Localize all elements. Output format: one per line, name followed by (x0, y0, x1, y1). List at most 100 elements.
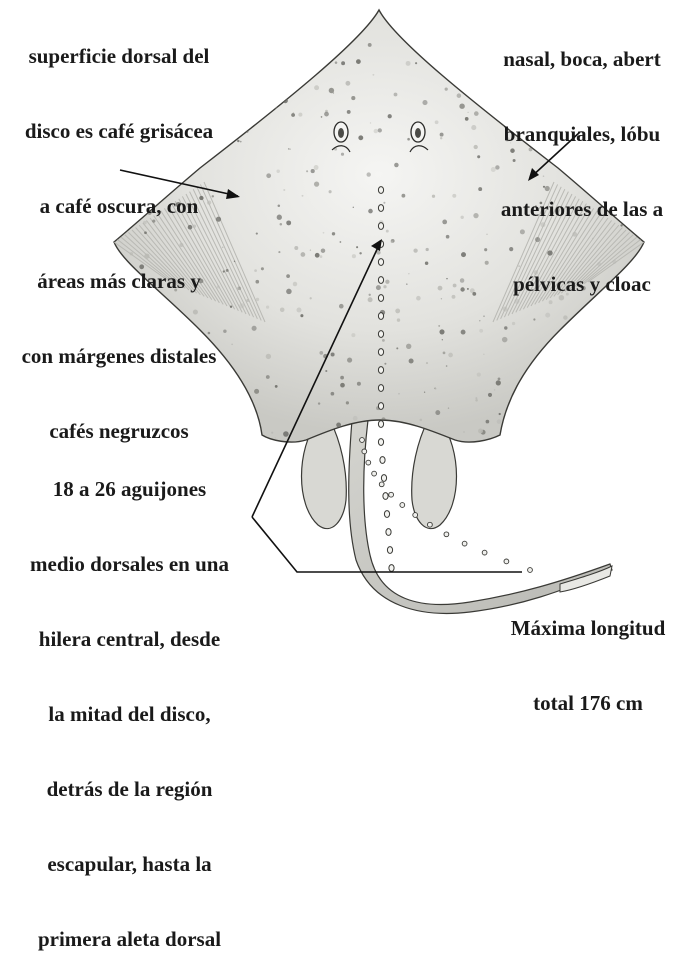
speckle (438, 325, 440, 327)
speckle (351, 96, 355, 100)
speckle (254, 389, 259, 394)
speckle (542, 359, 547, 364)
speckle (494, 389, 495, 390)
speckle (298, 113, 302, 117)
speckle (340, 241, 342, 243)
speckle (499, 413, 501, 415)
speckle (346, 401, 349, 404)
tail-thorn (482, 550, 487, 555)
speckle (409, 359, 414, 364)
speckle (339, 304, 344, 309)
spine-thorn (387, 547, 392, 554)
speckle (424, 392, 425, 393)
speckle (475, 397, 477, 399)
speckle (283, 431, 289, 437)
speckle (426, 362, 428, 364)
label-line: anteriores de las a (452, 197, 674, 222)
speckle (329, 88, 334, 93)
speckle (300, 314, 303, 317)
speckle (562, 362, 564, 364)
spine-thorn (378, 367, 383, 374)
speckle (332, 232, 335, 235)
speckle (435, 388, 437, 390)
spine-thorn (378, 349, 383, 356)
speckle (372, 74, 374, 76)
spine-thorn (378, 439, 383, 446)
tail-thorn (360, 438, 365, 443)
speckle (397, 318, 400, 321)
speckle (359, 252, 361, 254)
speckle (293, 282, 297, 286)
speckle (406, 344, 411, 349)
speckle (590, 360, 592, 362)
speckle (402, 194, 406, 198)
speckle (255, 280, 259, 284)
speckle (498, 378, 501, 381)
speckle (435, 31, 438, 34)
speckle (587, 328, 591, 332)
speckle (538, 403, 539, 404)
spine-thorn (378, 295, 383, 302)
speckle (286, 220, 291, 225)
speckle (278, 204, 281, 207)
speckle (558, 362, 561, 365)
speckle (568, 378, 571, 381)
speckle (345, 81, 350, 86)
speckle (266, 354, 271, 359)
speckle (406, 283, 408, 285)
speckle (368, 43, 372, 47)
spine-thorn (378, 187, 383, 194)
speckle (340, 376, 344, 380)
speckle (357, 382, 361, 386)
speckle (488, 393, 492, 397)
speckle (435, 120, 439, 124)
speckle (446, 235, 450, 239)
speckle (446, 278, 448, 280)
label-line: escapular, hasta la (0, 852, 262, 877)
speckle (341, 153, 344, 156)
speckle (413, 248, 417, 252)
spine-thorn (378, 403, 383, 410)
speckle (398, 393, 400, 395)
speckle (416, 296, 421, 301)
speckle (323, 232, 325, 234)
tail-thorn (444, 532, 449, 537)
spine-thorn (384, 511, 389, 518)
speckle (266, 173, 271, 178)
speckle (448, 407, 449, 408)
speckle (607, 388, 612, 393)
speckle (275, 437, 276, 438)
speckle (368, 209, 373, 214)
speckle (406, 61, 411, 66)
spine-thorn (378, 223, 383, 230)
label-line: total 176 cm (478, 691, 674, 716)
speckle (277, 65, 279, 67)
speckle (561, 364, 566, 369)
speckle (369, 294, 371, 296)
speckle (439, 329, 444, 334)
speckle (347, 358, 352, 363)
tail-thorn (400, 503, 405, 508)
speckle (256, 233, 258, 235)
speckle (314, 181, 319, 186)
speckle (263, 45, 268, 50)
speckle (598, 384, 603, 389)
speckle (356, 59, 361, 64)
spine-thorn (378, 259, 383, 266)
speckle (276, 170, 279, 173)
speckle (275, 385, 278, 388)
speckle (408, 273, 409, 274)
speckle (552, 396, 554, 398)
spine-thorn (378, 277, 383, 284)
speckle (479, 329, 483, 333)
speckle (398, 427, 403, 432)
spine-thorn (378, 331, 383, 338)
speckle (609, 356, 613, 360)
tail-thorn (413, 513, 418, 518)
speckle (432, 195, 435, 198)
speckle (558, 374, 562, 378)
speckle (252, 326, 257, 331)
speckle (461, 330, 466, 335)
speckle (382, 339, 385, 342)
speckle (294, 246, 298, 250)
